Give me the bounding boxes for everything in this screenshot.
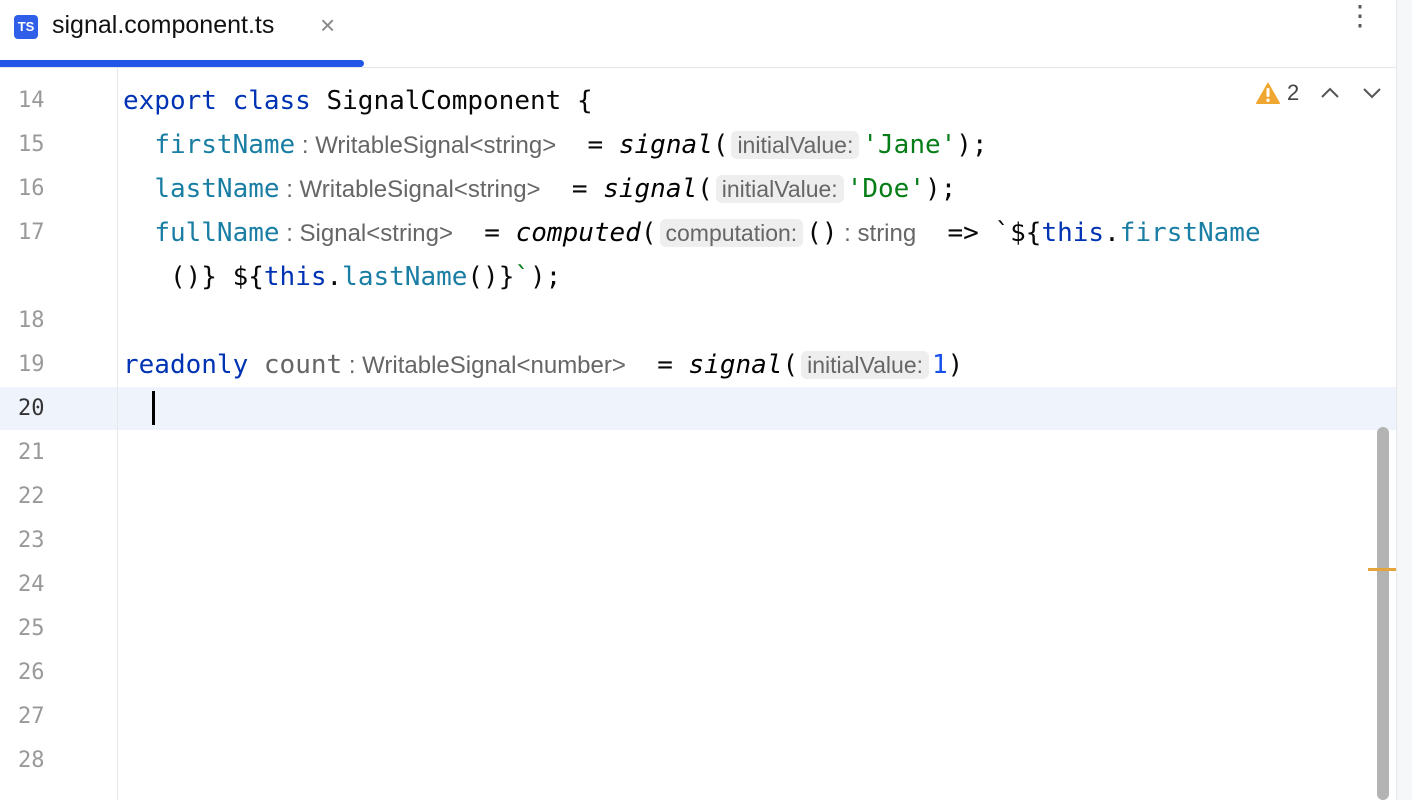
field-name: firstName bbox=[1119, 218, 1261, 248]
string-literal: 'Doe' bbox=[846, 174, 925, 204]
code-line[interactable]: firstName : WritableSignal<string> = sig… bbox=[123, 123, 988, 168]
identifier: count bbox=[263, 350, 343, 380]
warning-count: 2 bbox=[1287, 80, 1300, 105]
line-number: 17 bbox=[18, 220, 45, 245]
code-text: SignalComponent { bbox=[326, 86, 593, 116]
string-literal: 'Jane' bbox=[862, 130, 957, 160]
line-number: 25 bbox=[18, 616, 45, 641]
function-call: computed bbox=[515, 218, 641, 248]
editor-tab-bar: TS signal.component.ts × ⋮ bbox=[0, 0, 1396, 68]
parameter-hint: initialValue: bbox=[731, 131, 860, 159]
line-number: 18 bbox=[18, 308, 45, 333]
line-number: 19 bbox=[18, 352, 45, 377]
line-number: 14 bbox=[18, 88, 45, 113]
code-text: => `${ bbox=[916, 218, 1042, 248]
line-number: 26 bbox=[18, 660, 45, 685]
next-warning-icon[interactable] bbox=[1362, 86, 1382, 100]
code-line[interactable]: lastName : WritableSignal<string> = sign… bbox=[123, 167, 956, 212]
tab-title: signal.component.ts bbox=[52, 11, 275, 39]
previous-warning-icon[interactable] bbox=[1320, 86, 1340, 100]
code-text: ); bbox=[530, 262, 562, 292]
more-options-icon[interactable]: ⋮ bbox=[1346, 0, 1374, 31]
line-number-gutter bbox=[0, 68, 118, 800]
line-number: 27 bbox=[18, 704, 45, 729]
type-hint: : Signal<string> bbox=[279, 220, 453, 247]
keyword: this bbox=[263, 262, 327, 292]
field-name: firstName bbox=[154, 130, 296, 160]
warning-icon bbox=[1255, 82, 1281, 104]
field-name: fullName bbox=[154, 218, 280, 248]
code-text: = bbox=[540, 174, 604, 204]
code-text bbox=[123, 218, 154, 248]
code-text: . bbox=[1104, 218, 1120, 248]
line-number: 15 bbox=[18, 132, 45, 157]
function-call: signal bbox=[603, 174, 698, 204]
code-text: ( bbox=[782, 350, 799, 380]
keyword: this bbox=[1041, 218, 1105, 248]
field-name: lastName bbox=[342, 262, 468, 292]
code-text: ); bbox=[924, 174, 957, 204]
parameter-hint: initialValue: bbox=[801, 351, 930, 379]
active-tab-indicator bbox=[0, 60, 364, 67]
string-literal: ` bbox=[514, 262, 531, 292]
text-caret bbox=[152, 391, 155, 425]
code-line[interactable]: ()} ${this.lastName()}`); bbox=[123, 255, 561, 299]
code-text: ) bbox=[947, 350, 964, 380]
type-hint: : string bbox=[837, 220, 917, 247]
code-text: = bbox=[625, 350, 689, 380]
keyword: readonly bbox=[123, 350, 264, 380]
code-text bbox=[123, 130, 154, 160]
code-text: . bbox=[326, 262, 343, 292]
code-text: () bbox=[806, 218, 838, 248]
code-line[interactable]: readonly count : WritableSignal<number> … bbox=[123, 343, 963, 388]
code-text: ( bbox=[697, 174, 713, 204]
field-name: lastName bbox=[154, 174, 280, 204]
code-text: ()} ${ bbox=[123, 262, 264, 292]
line-number: 22 bbox=[18, 484, 45, 509]
code-text: = bbox=[556, 130, 619, 160]
line-number: 16 bbox=[18, 176, 45, 201]
type-hint: : WritableSignal<string> bbox=[279, 176, 541, 203]
line-number: 28 bbox=[18, 748, 45, 773]
right-tool-strip bbox=[1396, 0, 1412, 800]
current-line-highlight bbox=[0, 387, 1396, 430]
code-text: ()} bbox=[467, 262, 515, 292]
keyword: export class bbox=[123, 86, 327, 116]
parameter-hint: computation: bbox=[659, 219, 804, 247]
function-call: signal bbox=[688, 350, 783, 380]
vertical-scrollbar-thumb[interactable] bbox=[1377, 427, 1389, 800]
line-number: 23 bbox=[18, 528, 45, 553]
code-text: ); bbox=[956, 130, 988, 160]
code-text: = bbox=[452, 218, 516, 248]
code-text bbox=[123, 174, 154, 204]
tab-signal-component[interactable]: TS signal.component.ts × bbox=[0, 0, 364, 67]
code-line[interactable]: export class SignalComponent { bbox=[123, 79, 593, 123]
parameter-hint: initialValue: bbox=[715, 175, 844, 203]
type-hint: : WritableSignal<string> bbox=[295, 132, 557, 159]
code-text: ( bbox=[712, 130, 729, 160]
line-number: 20 bbox=[18, 396, 45, 421]
warnings-indicator[interactable]: 2 bbox=[1255, 80, 1299, 106]
type-hint: : WritableSignal<number> bbox=[342, 352, 626, 379]
line-number: 21 bbox=[18, 440, 45, 465]
function-call: signal bbox=[618, 130, 713, 160]
line-number: 24 bbox=[18, 572, 45, 597]
number-literal: 1 bbox=[932, 350, 948, 380]
warning-stripe-marker[interactable] bbox=[1368, 568, 1396, 571]
code-text: ( bbox=[640, 218, 657, 248]
close-tab-icon[interactable]: × bbox=[320, 10, 336, 40]
typescript-file-icon: TS bbox=[14, 15, 38, 39]
code-line[interactable]: fullName : Signal<string> = computed(com… bbox=[123, 211, 1261, 256]
